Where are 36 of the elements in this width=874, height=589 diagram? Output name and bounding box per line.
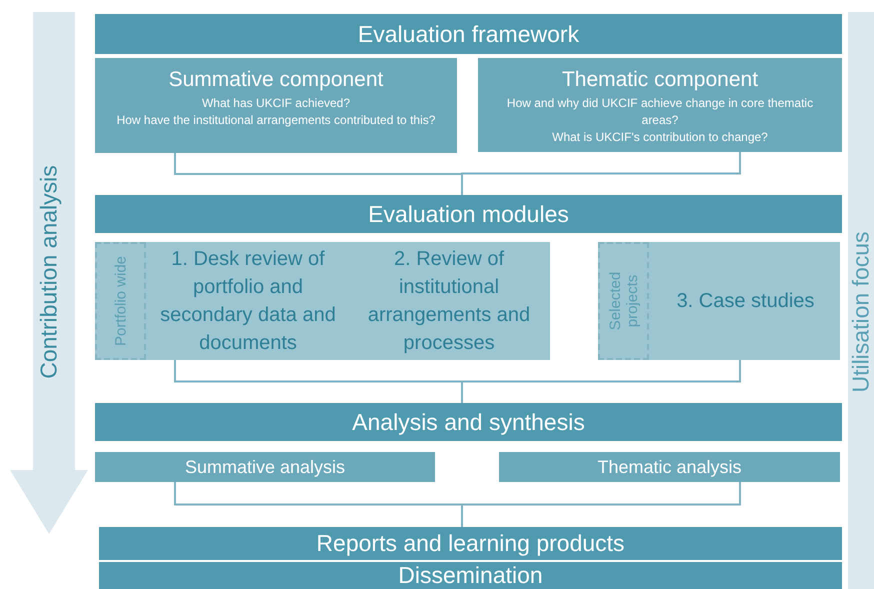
bar-title: Evaluation framework <box>358 20 580 48</box>
header-bar <box>95 195 842 233</box>
scope-label: Selected projects <box>606 270 640 332</box>
header-bar <box>95 403 842 441</box>
question-text: How and why did UKCIF achieve change in core thematic areas? <box>506 95 814 129</box>
question-text: What has UKCIF achieved? <box>200 95 352 112</box>
band-label: Utilisation focus <box>848 231 874 393</box>
module-text: 3. Case studies <box>676 289 814 314</box>
scope-label: Portfolio wide <box>112 254 129 348</box>
bar-title: Dissemination <box>398 562 543 589</box>
connector-line <box>461 152 741 195</box>
analysis-box <box>95 452 435 482</box>
arrow-label: Contribution analysis <box>36 165 62 379</box>
connector-line <box>461 360 741 403</box>
bar-title: Analysis and synthesis <box>352 408 585 436</box>
bar-title: Reports and learning products <box>316 530 625 557</box>
component-box <box>95 58 457 153</box>
analysis-label: Thematic analysis <box>597 456 742 478</box>
connector-line <box>461 482 741 527</box>
analysis-label: Summative analysis <box>184 456 346 478</box>
analysis-box <box>499 452 840 482</box>
module-text: 2. Review of institutional arrangements and processes <box>366 247 532 356</box>
component-heading: Thematic component <box>560 68 760 92</box>
scope-tag <box>598 242 649 360</box>
component-heading: Summative component <box>168 68 384 92</box>
module-group-box <box>598 242 840 360</box>
header-bar <box>99 527 842 560</box>
header-bar <box>99 562 842 589</box>
header-bar <box>95 14 842 54</box>
question-text: What is UKCIF's contribution to change? <box>551 129 769 146</box>
module-group-box <box>95 242 550 360</box>
question-text: How have the institutional arrangements contributed to this? <box>116 112 436 129</box>
component-box <box>478 58 842 152</box>
module-text: 1. Desk review of portfolio and secondary data and documents <box>159 247 337 356</box>
scope-tag <box>95 242 146 360</box>
bar-title: Evaluation modules <box>368 200 569 228</box>
